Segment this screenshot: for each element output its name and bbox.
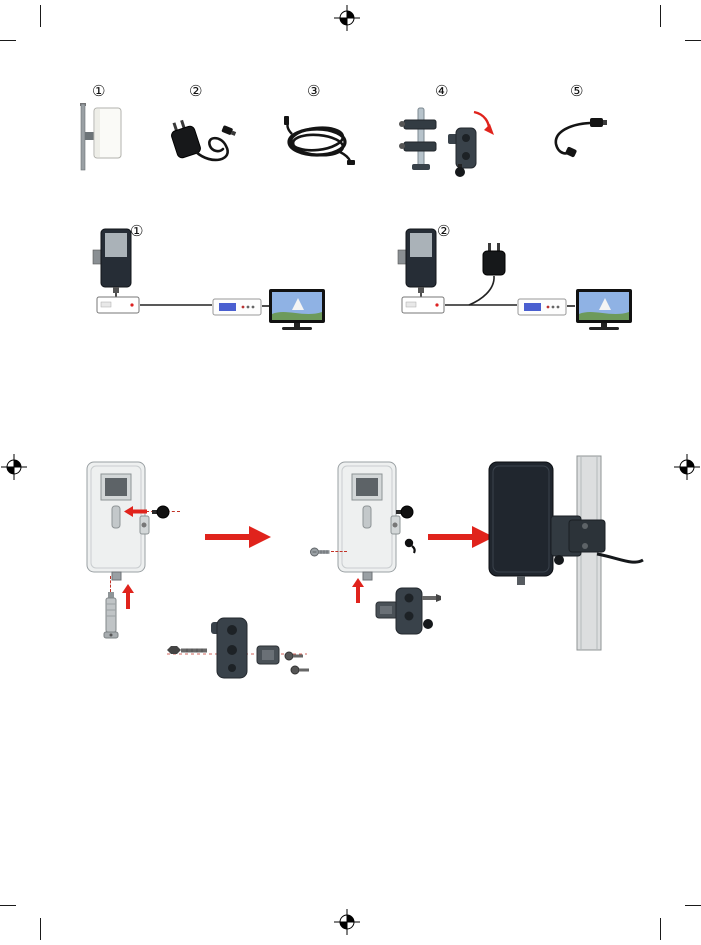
crop-mark — [0, 40, 16, 41]
antenna-connector — [517, 576, 525, 585]
wing-screw-icon — [404, 538, 418, 554]
insert-up-arrow-icon — [352, 578, 364, 604]
receiver-box-icon — [517, 296, 567, 318]
power-injector-icon — [96, 296, 140, 314]
crop-mark — [685, 905, 701, 906]
antenna-panel — [93, 107, 122, 159]
antenna-rear-view — [335, 460, 401, 582]
locking-knob-icon — [396, 504, 414, 520]
part-number-5: ⑤ — [570, 82, 584, 100]
insert-left-arrow-icon — [124, 506, 148, 517]
receiver-display — [219, 303, 236, 311]
crop-mark — [660, 5, 661, 27]
alignment-dashed-line — [110, 576, 111, 592]
antenna-front-icon — [397, 228, 443, 294]
registration-mark-icon — [1, 454, 27, 484]
bracket-assembled — [368, 584, 448, 640]
mast-adapter-icon — [100, 590, 122, 642]
part-number-3: ③ — [307, 82, 321, 100]
power-injector-icon — [401, 296, 445, 314]
tv-icon — [268, 288, 326, 334]
antenna-connector — [111, 571, 122, 581]
crop-mark — [0, 905, 16, 906]
adapter-cable-icon — [540, 112, 612, 168]
diagram-number-1: ① — [130, 222, 144, 240]
main-bracket — [395, 587, 423, 635]
crop-mark — [660, 918, 661, 940]
next-step-arrow-icon — [205, 524, 273, 550]
antenna-mounted-on-pole — [485, 454, 650, 654]
diagram-number-2: ② — [437, 222, 451, 240]
part-number-1: ① — [92, 82, 106, 100]
plug-body — [482, 250, 506, 276]
registration-mark-icon — [674, 454, 700, 484]
crop-mark — [685, 40, 701, 41]
antenna-panel — [488, 461, 554, 577]
receiver-display — [524, 303, 541, 311]
adapter-cable — [194, 136, 229, 162]
bolt-shaft — [181, 648, 207, 653]
connection-diagram-1: ① — [80, 222, 330, 347]
crop-mark — [40, 5, 41, 27]
antenna-connector — [362, 571, 373, 581]
locking-knob — [554, 555, 564, 565]
parts-list-row: ① ② ③ ④ ⑤ — [60, 80, 640, 182]
mounting-bracket-kit-icon — [390, 102, 496, 182]
pole-clamp — [568, 519, 606, 553]
power-adapter-icon — [160, 108, 240, 174]
bolt-head — [167, 646, 181, 654]
bracket-parts-exploded — [165, 612, 315, 684]
registration-mark-icon — [334, 5, 360, 35]
crop-mark — [40, 918, 41, 940]
connection-diagram-2: ② — [385, 222, 641, 347]
insert-up-arrow-icon — [122, 584, 134, 610]
bracket-bar — [417, 107, 425, 167]
screw-icon — [310, 547, 332, 557]
alignment-dashed-line — [331, 551, 347, 552]
antenna-rear-view — [84, 460, 150, 582]
tv-icon — [575, 288, 633, 334]
pole — [80, 103, 86, 171]
coax-cable-coil-icon — [278, 112, 356, 170]
bracket-body — [455, 127, 477, 169]
wall-plug-adapter-icon — [477, 242, 511, 278]
part-number-4: ④ — [435, 82, 449, 100]
outdoor-antenna-icon — [72, 102, 132, 174]
locking-knob-icon — [152, 504, 170, 520]
registration-mark-icon — [334, 909, 360, 939]
antenna-front-icon — [92, 228, 138, 294]
part-number-2: ② — [189, 82, 203, 100]
antenna-cable — [596, 552, 644, 564]
bracket — [85, 132, 94, 140]
receiver-box-icon — [212, 296, 262, 318]
adapter-body — [171, 125, 201, 159]
next-step-arrow-icon — [428, 524, 496, 550]
